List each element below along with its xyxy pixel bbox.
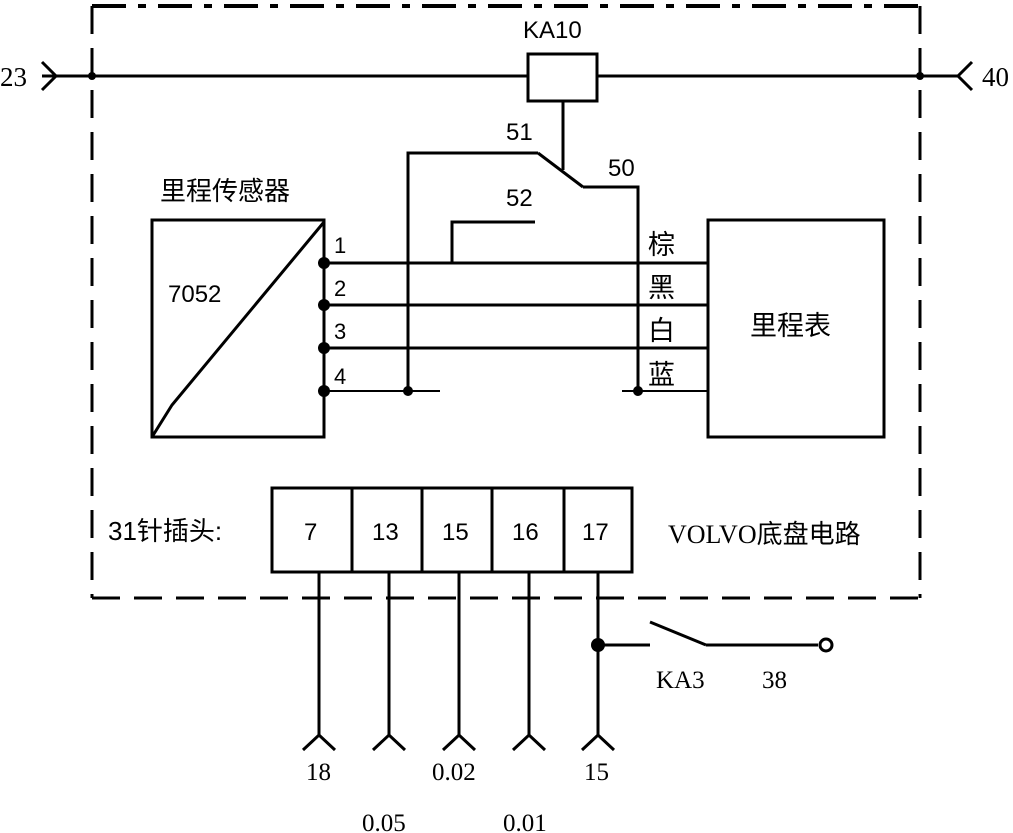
terminal-0-02: 0.02 — [432, 759, 476, 786]
drop-wires — [317, 572, 600, 735]
sensor-pin-4: 4 — [334, 364, 346, 389]
circuit-label: VOLVO底盘电路 — [668, 520, 861, 549]
contact-51-label: 51 — [506, 119, 533, 146]
right-terminal-arrow — [955, 60, 974, 92]
relay-ka3-terminal: 38 — [762, 667, 787, 694]
terminal-15: 15 — [584, 759, 609, 786]
sensor-diagonal — [150, 221, 326, 438]
relay-ka10-label: KA10 — [523, 17, 582, 44]
relay-ka3-label: KA3 — [656, 667, 705, 694]
right-terminal-label: 40 — [982, 62, 1009, 92]
contact-50-label: 50 — [608, 155, 635, 182]
connector-pin-13: 13 — [372, 519, 399, 546]
ka10-switch — [406, 151, 640, 390]
odometer-box — [706, 218, 886, 439]
sensor-pin-1: 1 — [334, 233, 346, 258]
relay-ka10-coil — [526, 52, 599, 103]
connector-pin-17: 17 — [582, 519, 609, 546]
top-bus — [40, 60, 974, 92]
contact-52-label: 52 — [506, 185, 533, 212]
connector-31pin — [270, 486, 634, 574]
left-terminal-label: 23 — [0, 62, 27, 92]
terminal-18: 18 — [306, 759, 331, 786]
wire-color-brown: 棕 — [648, 230, 675, 260]
contact-52-wire — [450, 220, 535, 262]
connector-pin-7: 7 — [304, 519, 317, 546]
sensor-pin-2: 2 — [334, 276, 346, 301]
sensor-pin-3: 3 — [334, 319, 346, 344]
wire-color-white: 白 — [648, 316, 675, 346]
left-terminal-arrow — [40, 60, 59, 92]
connector-pin-15: 15 — [442, 519, 469, 546]
terminal-0-01: 0.01 — [503, 810, 547, 833]
wire-color-blue: 蓝 — [648, 360, 675, 390]
odometer-label: 里程表 — [750, 311, 831, 341]
ka3-switch — [591, 620, 834, 653]
mileage-sensor-box — [150, 218, 326, 439]
sensor-model: 7052 — [168, 281, 221, 308]
outer-boundary — [90, 4, 922, 600]
sensor-title: 里程传感器 — [160, 176, 290, 206]
connector-pin-16: 16 — [512, 519, 539, 546]
terminal-0-05: 0.05 — [362, 810, 406, 833]
wire-color-black: 黑 — [648, 273, 675, 303]
signal-wires — [324, 261, 708, 396]
connector-label: 31针插头: — [108, 516, 222, 546]
bottom-terminal-arrows — [301, 732, 616, 752]
